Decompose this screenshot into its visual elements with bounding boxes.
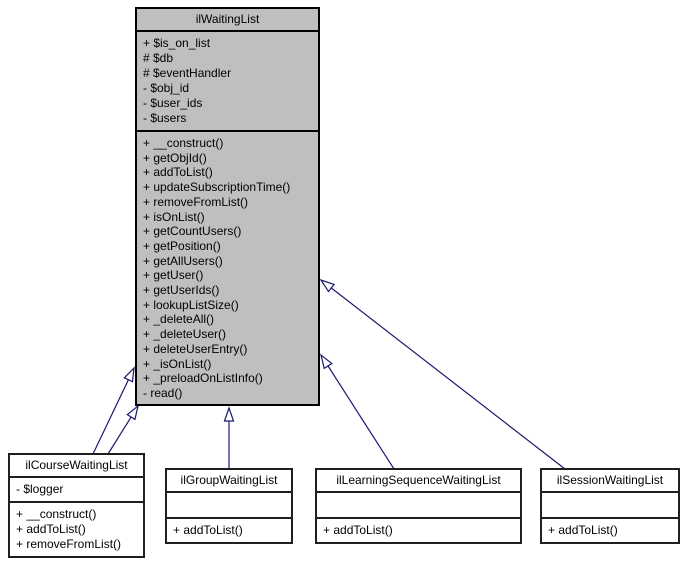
member-row: + updateSubscriptionTime() — [143, 180, 291, 195]
member-row: + deleteUserEntry() — [143, 341, 248, 356]
edge-learningsequence-to-waitinglist — [320, 353, 395, 470]
class-name: ilSessionWaitingList — [556, 473, 664, 487]
member-row: + _deleteUser() — [143, 327, 227, 342]
member-row: + addToList() — [323, 523, 393, 537]
class-box-ilcoursewaitinglist[interactable]: ilCourseWaitingList - $logger + __constr… — [8, 453, 145, 558]
class-box-ilgroupwaitinglist[interactable]: ilGroupWaitingList + addToList() — [165, 468, 293, 544]
attributes-section: + $is_on_list# $db# $eventHandler- $obj_… — [137, 30, 318, 130]
class-box-illearningsequencewaitinglist[interactable]: ilLearningSequenceWaitingList + addToLis… — [315, 468, 522, 544]
member-row: - read() — [143, 385, 183, 400]
member-row: + __construct() — [143, 136, 224, 150]
class-name: ilLearningSequenceWaitingList — [336, 473, 501, 487]
attributes-section — [167, 491, 291, 517]
member-row: + removeFromList() — [143, 194, 249, 209]
methods-section: + __construct()+ getObjId()+ addToList()… — [137, 130, 318, 404]
methods-section: + __construct()+ addToList()+ removeFrom… — [10, 501, 143, 556]
member-row: + addToList() — [16, 522, 86, 536]
member-row: + _preloadOnListInfo() — [143, 371, 263, 386]
class-box-ilwaitinglist[interactable]: ilWaitingList + $is_on_list# $db# $event… — [135, 7, 320, 406]
edge-course-to-waitinglist-2 — [107, 404, 139, 455]
member-row: + _isOnList() — [143, 356, 212, 371]
methods-section: + addToList() — [317, 517, 520, 542]
edge-course-to-waitinglist-1 — [92, 366, 135, 455]
member-row: + addToList() — [548, 523, 618, 537]
member-row: - $obj_id — [143, 81, 190, 95]
member-row: + getUser() — [143, 268, 204, 283]
member-row: + isOnList() — [143, 209, 205, 224]
member-row: - $users — [143, 111, 187, 125]
class-name: ilGroupWaitingList — [180, 473, 278, 487]
class-name: ilCourseWaitingList — [25, 458, 128, 472]
member-row: + getCountUsers() — [143, 224, 242, 239]
class-box-ilsessionwaitinglist[interactable]: ilSessionWaitingList + addToList() — [540, 468, 680, 544]
methods-section: + addToList() — [542, 517, 678, 542]
member-row: # $db — [143, 51, 174, 65]
member-row: + addToList() — [143, 165, 213, 180]
member-row: - $user_ids — [143, 96, 203, 110]
member-row: + getObjId() — [143, 150, 207, 165]
member-row: + __construct() — [16, 507, 97, 521]
member-row: + _deleteAll() — [143, 312, 215, 327]
member-row: # $eventHandler — [143, 66, 232, 80]
member-row: + removeFromList() — [16, 537, 122, 551]
member-row: + addToList() — [173, 523, 243, 537]
methods-section: + addToList() — [167, 517, 291, 542]
member-row: - $logger — [16, 482, 64, 496]
member-row: + $is_on_list — [143, 36, 211, 50]
member-row: + getPosition() — [143, 238, 221, 253]
attributes-section — [542, 491, 678, 517]
member-row: + getUserIds() — [143, 283, 220, 298]
edge-session-to-waitinglist — [319, 278, 566, 470]
attributes-section — [317, 491, 520, 517]
member-row: + getAllUsers() — [143, 253, 223, 268]
member-row: + lookupListSize() — [143, 297, 239, 312]
class-name: ilWaitingList — [195, 12, 260, 26]
attributes-section: - $logger — [10, 476, 143, 501]
